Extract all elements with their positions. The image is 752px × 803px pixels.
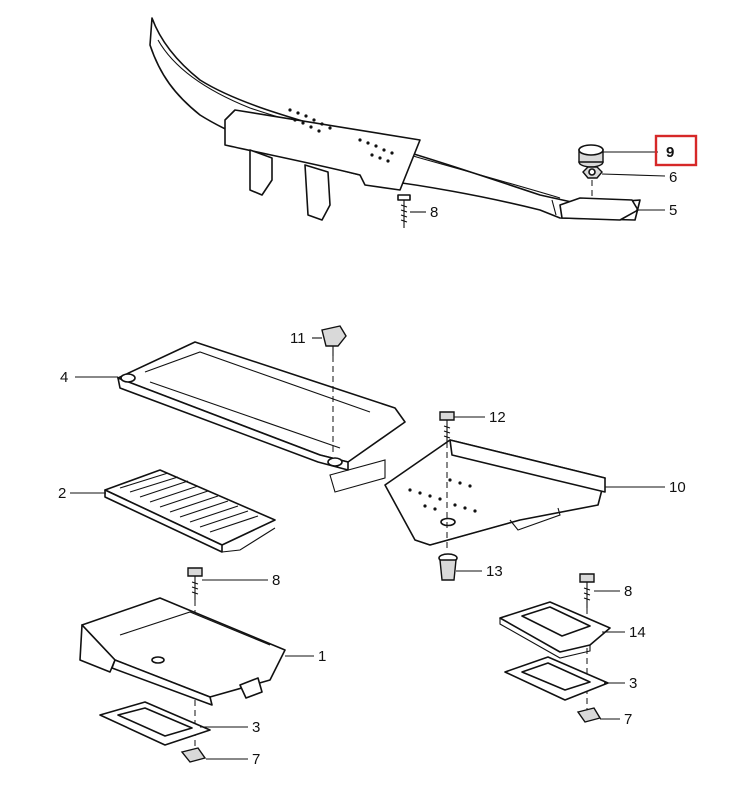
screw-part-top <box>397 194 411 228</box>
callout-7-left: 7 <box>252 751 260 768</box>
cowl-panel <box>149 17 641 221</box>
callout-8-cowl: 8 <box>430 204 438 221</box>
clip-part-right <box>576 707 602 723</box>
callout-6: 6 <box>669 169 677 186</box>
callout-9: 9 <box>666 144 674 161</box>
knob-part <box>321 325 347 356</box>
tray-perforations <box>408 478 477 513</box>
hex-nut-part <box>582 166 603 179</box>
callout-1: 1 <box>318 648 326 665</box>
callout-5: 5 <box>669 202 677 219</box>
housing-cover-part <box>117 341 406 471</box>
callout-2: 2 <box>58 485 66 502</box>
gasket-part-right <box>504 656 609 701</box>
callout-4: 4 <box>60 369 68 386</box>
screw-part-left <box>187 567 203 600</box>
tray-panel-part <box>384 439 606 546</box>
callout-9-highlight-box <box>654 134 698 167</box>
callout-3-left: 3 <box>252 719 260 736</box>
callout-10: 10 <box>669 479 686 496</box>
callout-12: 12 <box>489 409 506 426</box>
screw-part-right <box>579 573 595 608</box>
grommet-part <box>438 553 458 581</box>
leader-lines <box>70 151 666 760</box>
gasket-part-left <box>99 701 211 746</box>
air-filter-part <box>104 469 276 553</box>
mount-plate-part <box>499 601 611 659</box>
callout-11: 11 <box>290 330 306 347</box>
callout-3-right: 3 <box>629 675 637 692</box>
callout-8-left: 8 <box>272 572 280 589</box>
callout-7-right: 7 <box>624 711 632 728</box>
bolt-part-tray <box>439 411 455 442</box>
base-housing-part <box>79 597 286 706</box>
callout-13: 13 <box>486 563 503 580</box>
clip-part-left <box>180 747 207 763</box>
callout-14: 14 <box>629 624 646 641</box>
perforation-grille <box>288 108 394 163</box>
rubber-cap-part <box>578 144 604 168</box>
callout-8-right: 8 <box>624 583 632 600</box>
